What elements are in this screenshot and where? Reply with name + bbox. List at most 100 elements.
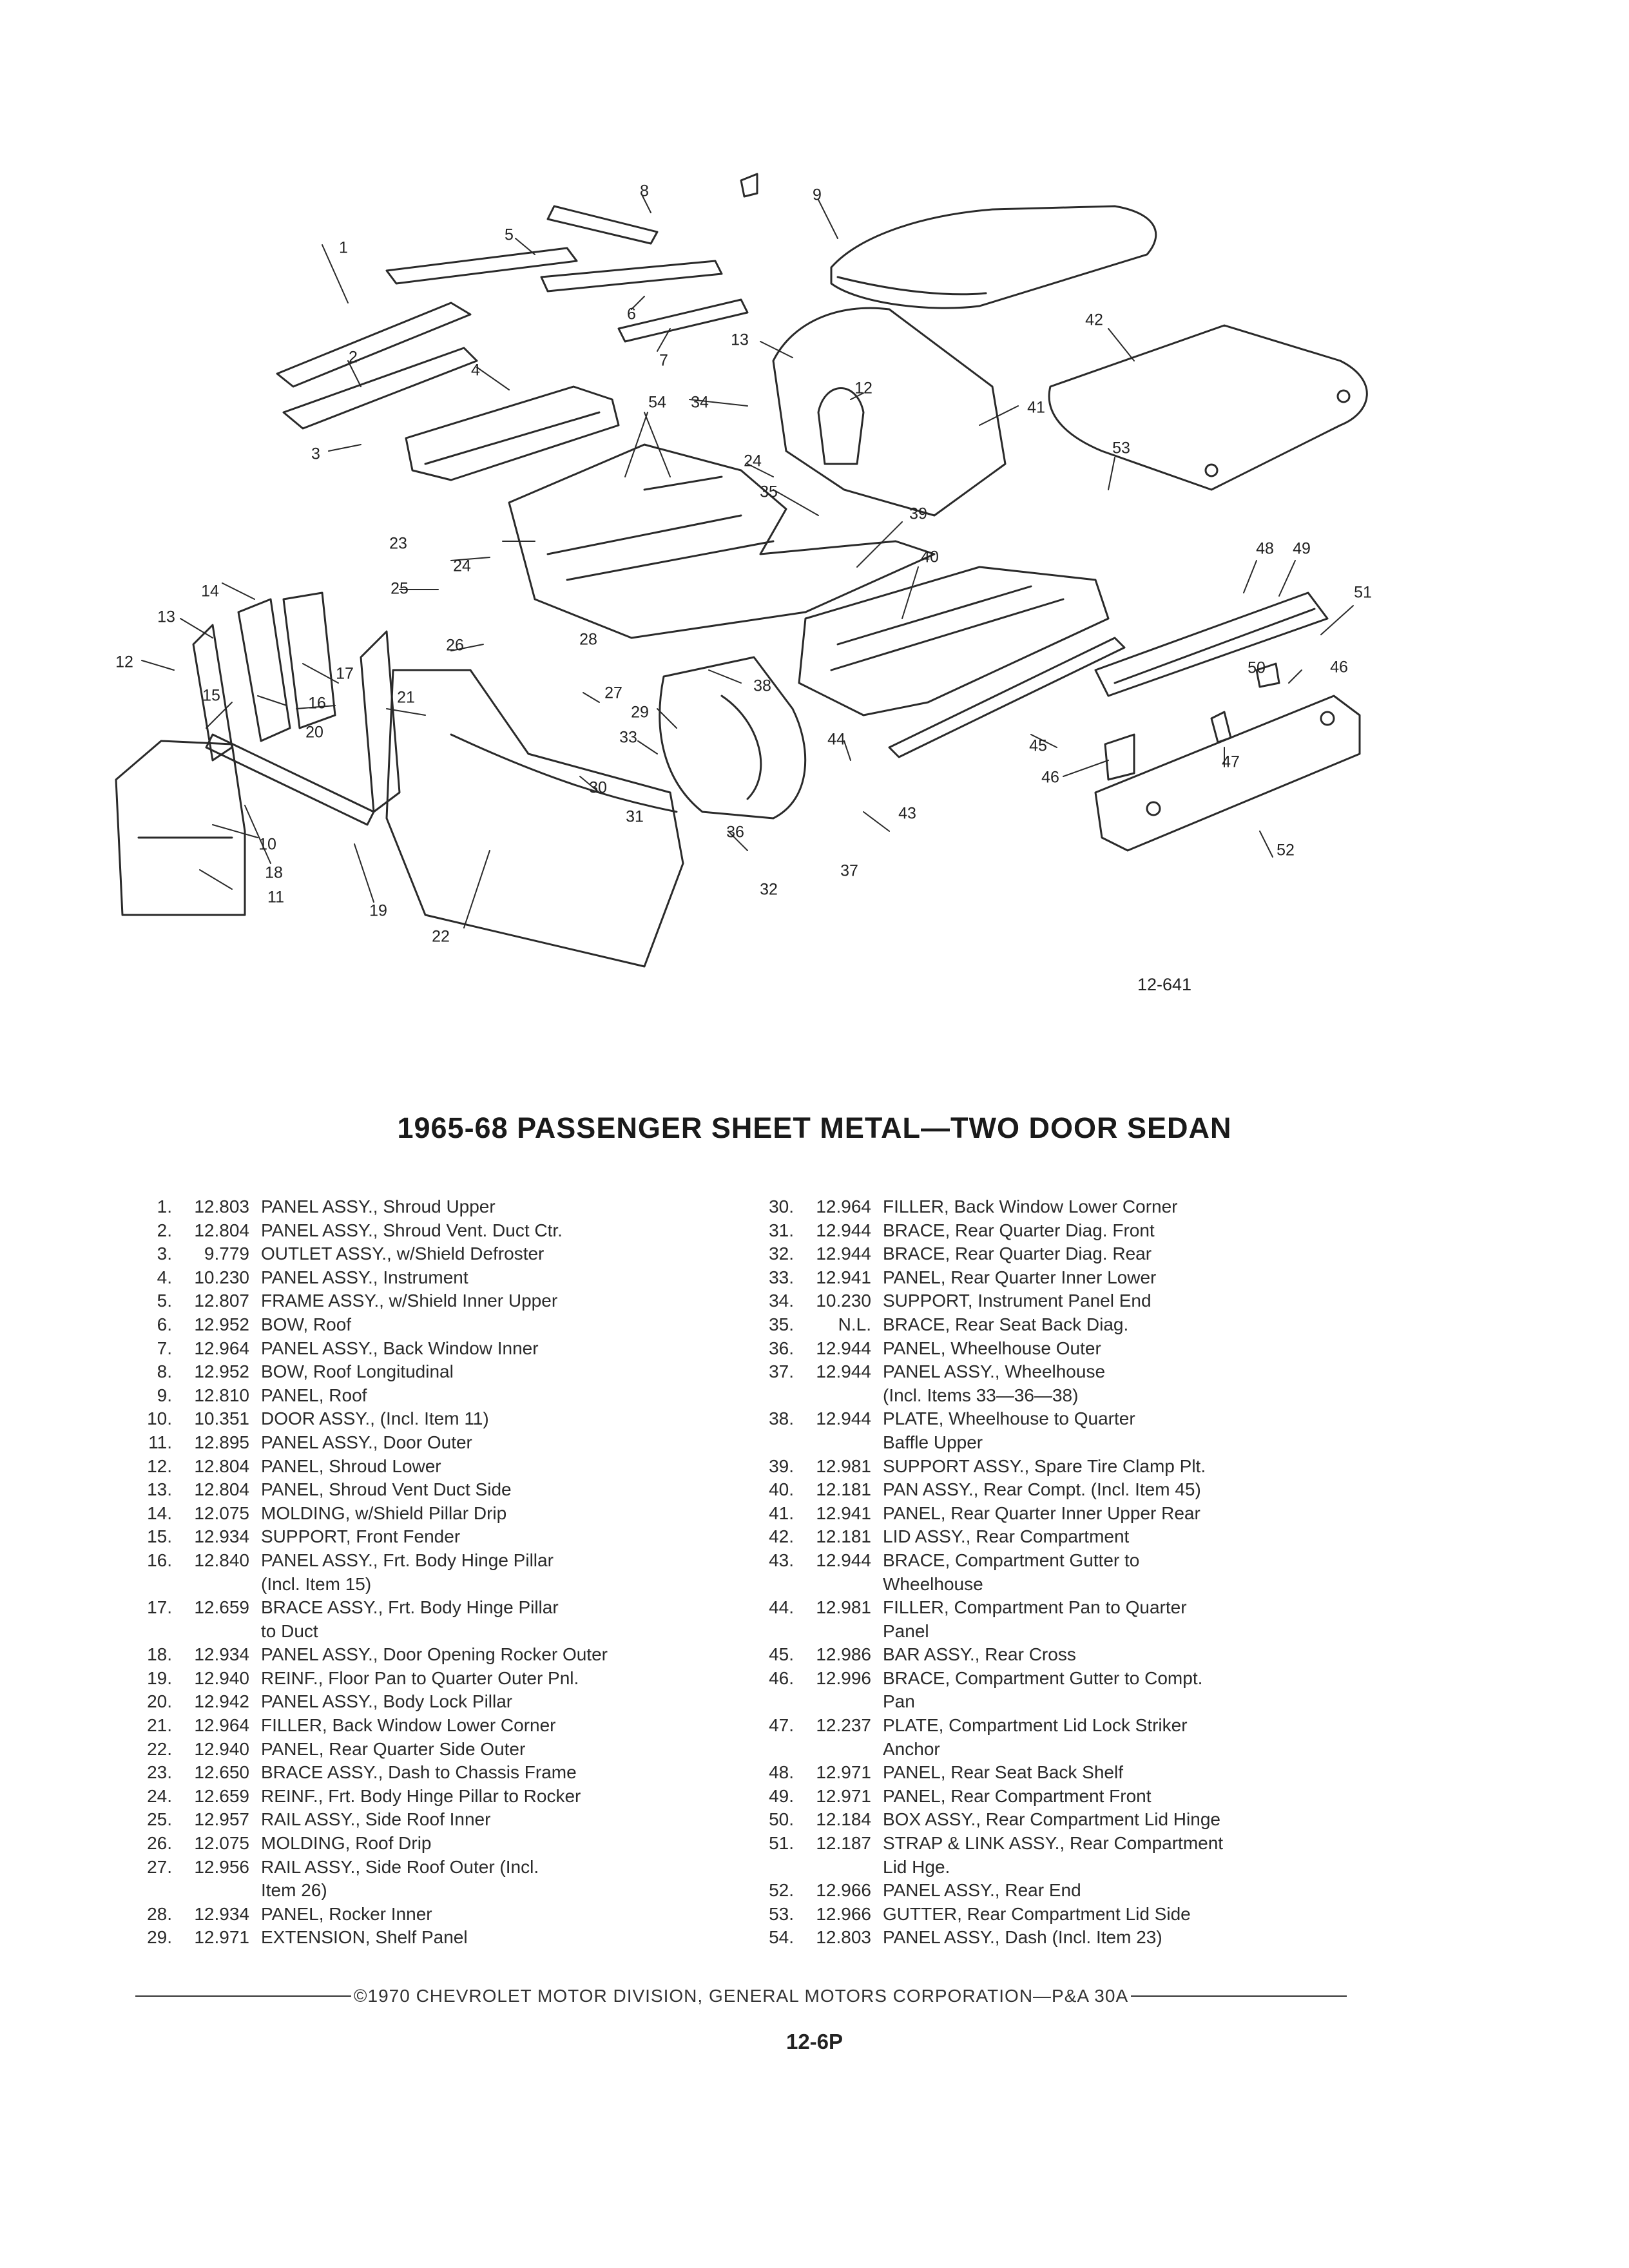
callout-label: 6 — [627, 305, 636, 323]
part-number: 51. — [769, 1833, 794, 1854]
part-description: FILLER, Back Window Lower Corner — [883, 1196, 1178, 1216]
part-group-code: 12.971 — [194, 1927, 249, 1948]
part-description: REINF., Frt. Body Hinge Pillar to Rocker — [261, 1785, 581, 1806]
rear-cross-bar-shape — [888, 637, 1126, 758]
callout-label: 35 — [760, 483, 778, 501]
parts-list-continuation: Wheelhouse — [754, 1573, 1411, 1597]
part-number: 46. — [769, 1667, 794, 1688]
part-description-continued: Pan — [883, 1691, 915, 1712]
part-description: PANEL ASSY., Back Window Inner — [261, 1338, 539, 1358]
callout-label: 11 — [267, 888, 284, 907]
part-description: PANEL ASSY., Body Lock Pillar — [261, 1691, 513, 1712]
callout-label: 9 — [813, 186, 822, 204]
part-number: 43. — [769, 1550, 794, 1570]
parts-list-continuation: Lid Hge. — [754, 1856, 1411, 1879]
part-description: SUPPORT, Instrument Panel End — [883, 1291, 1152, 1311]
part-description: PANEL ASSY., Door Outer — [261, 1432, 472, 1452]
callout-label: 46 — [1041, 768, 1059, 787]
part-group-code: N.L. — [838, 1314, 871, 1334]
callout-label: 43 — [898, 804, 916, 823]
part-description: SUPPORT, Front Fender — [261, 1526, 461, 1547]
part-group-code: 12.971 — [816, 1785, 871, 1806]
part-description: FRAME ASSY., w/Shield Inner Upper — [261, 1291, 558, 1311]
callout-label: 12 — [854, 379, 872, 398]
part-number: 4. — [157, 1267, 172, 1287]
callout-label: 26 — [446, 636, 464, 655]
part-description: PANEL ASSY., Shroud Upper — [261, 1196, 496, 1216]
part-group-code: 12.804 — [194, 1479, 249, 1500]
part-description: BOW, Roof — [261, 1314, 352, 1334]
callout-label: 16 — [308, 694, 326, 713]
wheelhouse-shape — [659, 656, 807, 820]
callout-label: 33 — [619, 728, 637, 747]
part-description: BAR ASSY., Rear Cross — [883, 1644, 1076, 1665]
part-description-continued: Item 26) — [261, 1880, 327, 1901]
part-description: FILLER, Compartment Pan to Quarter — [883, 1597, 1187, 1618]
figure-id: 12-641 — [1137, 975, 1192, 994]
part-description: STRAP & LINK ASSY., Rear Compartment — [883, 1833, 1224, 1854]
callout-label: 28 — [579, 630, 597, 649]
part-description: PANEL, Rear Quarter Inner Lower — [883, 1267, 1157, 1287]
callout-label: 44 — [827, 730, 845, 749]
part-group-code: 12.650 — [194, 1762, 249, 1783]
callout-label: 2 — [349, 348, 358, 367]
callout-label: 21 — [397, 688, 415, 707]
part-number: 54. — [769, 1927, 794, 1948]
part-group-code: 12.934 — [194, 1644, 249, 1665]
part-description: PANEL, Shroud Vent Duct Side — [261, 1479, 512, 1500]
part-description: PANEL, Rear Quarter Inner Upper Rear — [883, 1503, 1200, 1523]
part-number: 37. — [769, 1361, 794, 1382]
part-description: PANEL ASSY., Dash (Incl. Item 23) — [883, 1927, 1162, 1948]
part-number: 22. — [147, 1738, 172, 1759]
part-description: BRACE, Compartment Gutter to — [883, 1550, 1140, 1570]
part-number: 3. — [157, 1244, 172, 1264]
part-group-code: 12.075 — [194, 1503, 249, 1523]
part-description-continued: to Duct — [261, 1620, 318, 1641]
part-group-code: 12.840 — [194, 1550, 249, 1570]
part-group-code: 12.941 — [816, 1267, 871, 1287]
part-description: GUTTER, Rear Compartment Lid Side — [883, 1903, 1191, 1924]
callout-label: 3 — [311, 445, 320, 463]
parts-list-continuation: (Incl. Item 15) — [132, 1573, 776, 1597]
part-description: PANEL, Rear Seat Back Shelf — [883, 1762, 1123, 1783]
part-number: 45. — [769, 1644, 794, 1665]
part-number: 35. — [769, 1314, 794, 1334]
part-description: PANEL ASSY., Wheelhouse — [883, 1361, 1106, 1382]
part-description: RAIL ASSY., Side Roof Outer (Incl. — [261, 1856, 539, 1877]
part-number: 6. — [157, 1314, 172, 1334]
part-number: 21. — [147, 1715, 172, 1736]
page-number: 12-6P — [786, 2030, 843, 2053]
callout-label: 32 — [760, 880, 778, 899]
part-number: 5. — [157, 1291, 172, 1311]
part-number: 15. — [147, 1526, 172, 1547]
part-group-code: 10.351 — [194, 1408, 249, 1429]
part-description: PANEL ASSY., Door Opening Rocker Outer — [261, 1644, 608, 1665]
part-description: PANEL, Rocker Inner — [261, 1903, 432, 1924]
part-group-code: 12.807 — [194, 1291, 249, 1311]
part-group-code: 12.804 — [194, 1220, 249, 1240]
callout-label: 7 — [659, 351, 668, 370]
trunk-lid-shape — [1048, 324, 1368, 491]
shroud-upper-shape — [276, 302, 472, 388]
part-description-continued: Anchor — [883, 1738, 940, 1759]
part-description: BRACE, Rear Seat Back Diag. — [883, 1314, 1129, 1334]
part-number: 30. — [769, 1196, 794, 1216]
parts-list-continuation: Panel — [754, 1620, 1411, 1644]
